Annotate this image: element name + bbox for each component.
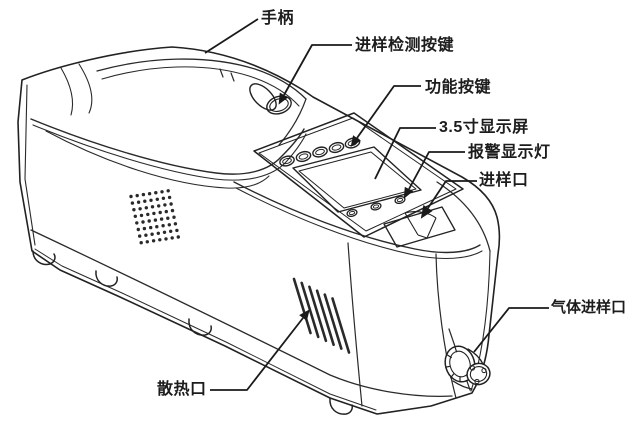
body-detail-lines xyxy=(24,58,491,411)
handle-band xyxy=(96,58,307,100)
display-screen xyxy=(292,146,422,213)
callout-function-buttons: 功能按键 xyxy=(425,79,492,96)
heat-vent-slats xyxy=(292,277,351,354)
function-buttons[interactable] xyxy=(279,137,361,168)
gas-inlet-knob[interactable] xyxy=(441,343,492,390)
callout-display: 3.5寸显示屏 xyxy=(439,119,529,136)
feet xyxy=(32,250,353,415)
callout-gas-inlet: 气体进样口 xyxy=(551,299,627,316)
callout-handle: 手柄 xyxy=(261,10,295,27)
callout-heat-vent: 散热口 xyxy=(157,381,207,398)
sample-inlet xyxy=(383,206,456,248)
leader-lines xyxy=(204,18,549,391)
sample-detect-button[interactable] xyxy=(245,79,293,117)
device-outline xyxy=(17,46,501,415)
callout-alarm-light: 报警显示灯 xyxy=(468,144,551,161)
callout-sample-inlet: 进样口 xyxy=(479,172,529,189)
speaker-grille xyxy=(129,189,180,245)
leader-arrowheads xyxy=(278,92,433,321)
alarm-indicators xyxy=(346,195,406,218)
control-panel xyxy=(253,112,464,238)
callout-sample-detect-button: 进样检测按键 xyxy=(355,37,455,54)
